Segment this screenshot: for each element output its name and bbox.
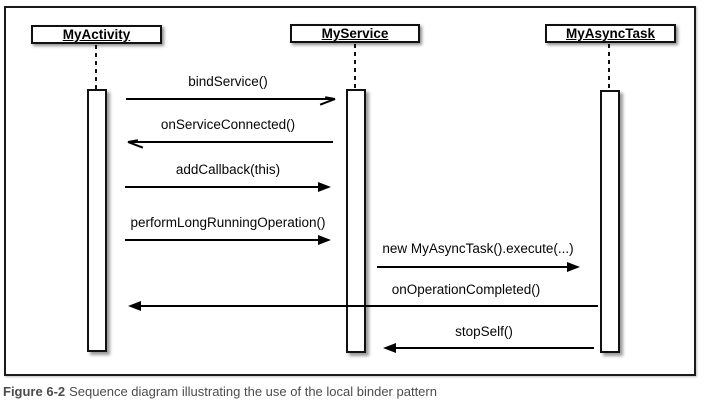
arrowhead-filled-right-icon <box>567 262 580 272</box>
participant-myservice: MyService <box>290 24 420 43</box>
message-label-addcallback: addCallback(this) <box>175 162 281 177</box>
activation-bar-myservice <box>346 89 366 353</box>
arrowhead-open-left-icon <box>127 134 145 150</box>
message-label-stopself: stopSelf() <box>455 324 513 339</box>
message-label-performlongrunningoperation: performLongRunningOperation() <box>130 215 326 230</box>
activation-bar-myasynctask <box>600 90 620 353</box>
message-line-performlongrunningoperation <box>125 239 319 241</box>
activation-bar-myactivity <box>87 89 107 352</box>
participant-myservice-label: MyService <box>321 25 389 41</box>
arrowhead-filled-right-icon <box>318 235 331 245</box>
arrowhead-filled-left-icon <box>128 301 141 311</box>
participant-myasynctask-label: MyAsyncTask <box>565 25 656 41</box>
figure-caption-text: Sequence diagram illustrating the use of… <box>69 384 437 399</box>
participant-myactivity: MyActivity <box>31 25 162 44</box>
lifeline-myservice <box>354 44 356 89</box>
message-line-onoperationcompleted <box>140 305 598 307</box>
arrowhead-open-right-icon <box>318 91 336 107</box>
message-line-addcallback <box>125 186 319 188</box>
lifeline-myasynctask <box>608 44 610 90</box>
message-label-onoperationcompleted: onOperationCompleted() <box>391 282 541 297</box>
lifeline-myactivity <box>95 45 97 89</box>
figure-caption-number: Figure 6-2 <box>3 384 66 399</box>
message-line-stopself <box>395 347 594 349</box>
message-label-bindservice: bindService() <box>188 74 268 89</box>
message-line-new-myasynctask-execute <box>377 266 568 268</box>
participant-myactivity-label: MyActivity <box>62 26 131 42</box>
arrowhead-filled-left-icon <box>383 343 396 353</box>
participant-myasynctask: MyAsyncTask <box>545 24 676 43</box>
message-line-onserviceconnected <box>128 141 333 143</box>
message-label-onserviceconnected: onServiceConnected() <box>160 117 296 132</box>
message-line-bindservice <box>126 98 333 100</box>
arrowhead-filled-right-icon <box>318 182 331 192</box>
message-label-new-myasynctask-execute: new MyAsyncTask().execute(...) <box>382 241 574 256</box>
